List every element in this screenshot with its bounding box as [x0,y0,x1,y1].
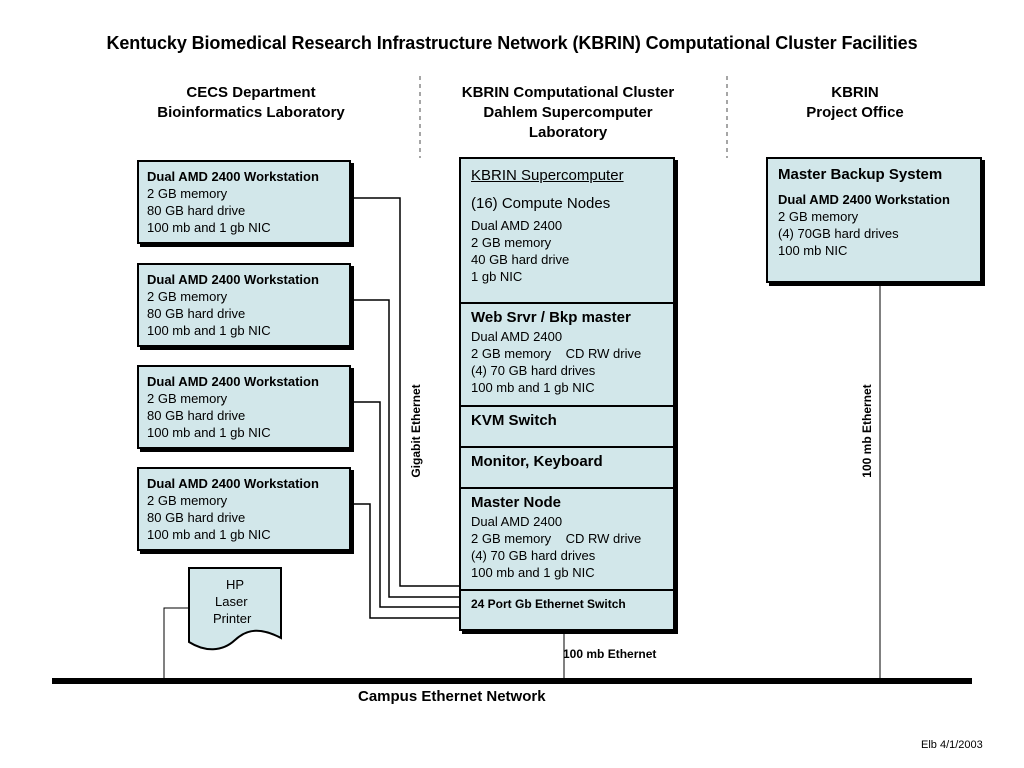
heading-cluster-line2: Dahlem Supercomputer [483,104,653,121]
cable-ws2 [351,299,461,598]
ethernet-switch-title: 24 Port Gb Ethernet Switch [471,597,626,611]
printer-line2: Laser [215,594,248,609]
workstation-name: Dual AMD 2400 Workstation [147,476,319,491]
cable-printer [163,607,189,680]
workstation-nic: 100 mb and 1 gb NIC [147,323,271,338]
workstation-box-1[interactable]: Dual AMD 2400 Workstation 2 GB memory 80… [137,160,351,244]
ethernet-switch-cell[interactable]: 24 Port Gb Ethernet Switch [461,591,673,629]
backup-workstation-name: Dual AMD 2400 Workstation [778,192,950,207]
cable-ws4 [351,503,461,619]
workstation-memory: 2 GB memory [147,391,228,406]
workstation-nic: 100 mb and 1 gb NIC [147,527,271,542]
compute-nodes-label: (16) Compute Nodes [471,195,611,212]
backup-memory: 2 GB memory [778,209,859,224]
supercomputer-disk: 40 GB hard drive [471,252,570,267]
master-node-disk: (4) 70 GB hard drives [471,548,596,563]
workstation-disk: 80 GB hard drive [147,510,246,525]
heading-cecs-line2: Bioinformatics Laboratory [157,104,345,121]
master-node-title: Master Node [471,494,562,511]
workstation-box-2[interactable]: Dual AMD 2400 Workstation 2 GB memory 80… [137,263,351,347]
webserver-cell[interactable]: Web Srvr / Bkp master Dual AMD 2400 2 GB… [461,304,673,407]
workstation-box-3[interactable]: Dual AMD 2400 Workstation 2 GB memory 80… [137,365,351,449]
workstation-box-4[interactable]: Dual AMD 2400 Workstation 2 GB memory 80… [137,467,351,551]
printer-line1: HP [225,577,245,592]
footer-date: Elb 4/1/2003 [921,739,983,751]
page-title: Kentucky Biomedical Research Infrastruct… [106,33,918,53]
master-node-nic: 100 mb and 1 gb NIC [471,565,595,580]
cable-ws1 [351,197,461,587]
printer-shape [188,567,282,651]
workstation-nic: 100 mb and 1 gb NIC [147,220,271,235]
workstation-memory: 2 GB memory [147,493,228,508]
webserver-cpu: Dual AMD 2400 [471,329,563,344]
master-node-cell[interactable]: Master Node Dual AMD 2400 2 GB memory CD… [461,489,673,591]
backup-nic: 100 mb NIC [778,243,848,258]
workstation-memory: 2 GB memory [147,289,228,304]
supercomputer-cpu: Dual AMD 2400 [471,218,563,233]
cable-ws3 [351,401,461,608]
kvm-switch-cell[interactable]: KVM Switch [461,407,673,448]
workstation-nic: 100 mb and 1 gb NIC [147,425,271,440]
supercomputer-title: KBRIN Supercomputer [471,167,624,184]
webserver-title: Web Srvr / Bkp master [471,309,631,326]
cluster-stack: KBRIN Supercomputer (16) Compute Nodes D… [459,157,675,631]
heading-cluster-line1: KBRIN Computational Cluster [461,84,675,101]
heading-cecs: CECS Department Bioinformatics Laborator… [120,83,382,123]
webserver-memory: 2 GB memory CD RW drive [471,346,642,361]
supercomputer-nic: 1 gb NIC [471,269,523,284]
webserver-nic: 100 mb and 1 gb NIC [471,380,595,395]
workstation-disk: 80 GB hard drive [147,203,246,218]
master-node-memory: 2 GB memory CD RW drive [471,531,642,546]
heading-cluster-line3: Laboratory [528,124,608,141]
supercomputer-memory: 2 GB memory [471,235,552,250]
workstation-disk: 80 GB hard drive [147,408,246,423]
monitor-keyboard-cell[interactable]: Monitor, Keyboard [461,448,673,489]
backup-disks: (4) 70GB hard drives [778,226,899,241]
backup-title: Master Backup System [778,166,943,183]
heading-office-line2: Project Office [806,104,904,121]
workstation-name: Dual AMD 2400 Workstation [147,272,319,287]
workstation-name: Dual AMD 2400 Workstation [147,169,319,184]
printer-label: HP Laser Printer [189,576,281,627]
ethernet-100mb-center-label: 100 mb Ethernet [563,647,657,661]
printer-line3: Printer [213,611,252,626]
backup-system-box[interactable]: Master Backup System Dual AMD 2400 Works… [766,157,982,283]
supercomputer-cell[interactable]: KBRIN Supercomputer (16) Compute Nodes D… [461,159,673,304]
workstation-disk: 80 GB hard drive [147,306,246,321]
heading-project-office: KBRIN Project Office [775,83,935,123]
heading-cecs-line1: CECS Department [186,84,316,101]
workstation-memory: 2 GB memory [147,186,228,201]
heading-cluster: KBRIN Computational Cluster Dahlem Super… [428,83,708,143]
workstation-name: Dual AMD 2400 Workstation [147,374,319,389]
heading-office-line1: KBRIN [831,84,879,101]
monitor-keyboard-title: Monitor, Keyboard [471,453,603,470]
kvm-switch-title: KVM Switch [471,412,557,429]
ethernet-100mb-right-label: 100 mb Ethernet [860,384,874,478]
master-node-cpu: Dual AMD 2400 [471,514,563,529]
webserver-disk: (4) 70 GB hard drives [471,363,596,378]
gigabit-ethernet-label: Gigabit Ethernet [409,384,423,478]
campus-network-label: Campus Ethernet Network [358,688,546,705]
